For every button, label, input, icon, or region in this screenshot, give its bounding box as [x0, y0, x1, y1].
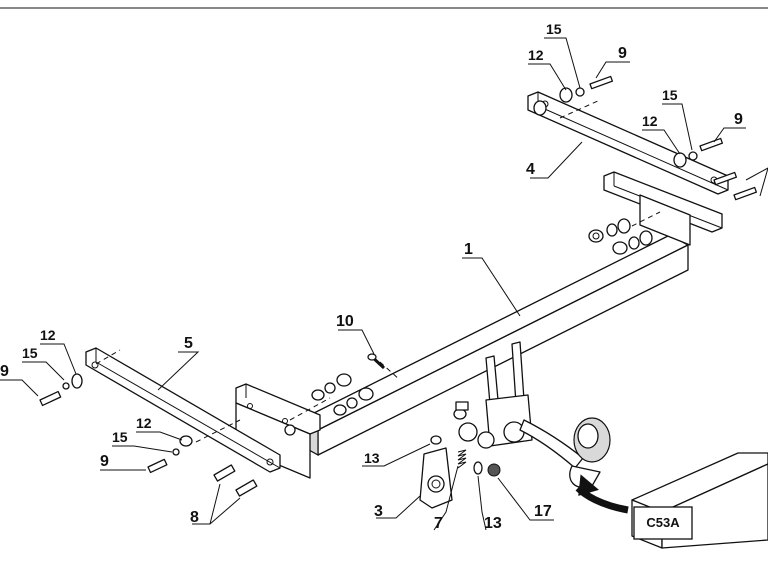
nut-17 — [487, 463, 501, 477]
part-box: C53A — [631, 452, 768, 549]
callout-12-lower: 12 — [136, 415, 152, 431]
callout-5: 5 — [184, 335, 193, 352]
bolt-10 — [367, 353, 386, 370]
left-mount-plate — [235, 383, 321, 479]
callout-12-left: 12 — [40, 327, 56, 343]
callout-15-lower: 15 — [112, 429, 128, 445]
bracket-5-bolts — [39, 373, 258, 497]
callout-3: 3 — [374, 503, 383, 520]
callout-15-right: 15 — [662, 87, 678, 103]
callout-13-bottom: 13 — [484, 515, 502, 532]
callout-10: 10 — [336, 313, 354, 330]
callout-15-left: 15 — [22, 345, 38, 361]
callout-17: 17 — [534, 503, 552, 520]
callout-13-left: 13 — [364, 450, 380, 466]
box-label: C53A — [646, 515, 680, 530]
callout-15-top: 15 — [546, 21, 562, 37]
spring-7 — [457, 449, 467, 469]
callout-9-right: 9 — [734, 111, 743, 128]
bracket-4-bolts — [559, 75, 758, 201]
towball-assembly — [453, 341, 611, 489]
socket-plate-3 — [419, 435, 453, 509]
bracket-4 — [527, 91, 729, 195]
callout-7: 7 — [434, 515, 443, 532]
left-fastener-set — [284, 373, 374, 436]
callout-12-top: 12 — [528, 47, 544, 63]
callout-4: 4 — [526, 161, 535, 178]
callout-labels: 1 3 4 5 7 8 9 9 9 9 10 12 12 12 12 13 13… — [0, 21, 743, 532]
callout-9-left: 9 — [0, 363, 9, 380]
curved-arrow — [575, 474, 629, 514]
leader-lines — [0, 37, 768, 531]
callout-9-lower: 9 — [100, 453, 109, 470]
bracket-5 — [85, 347, 281, 473]
right-mount-plate — [603, 171, 723, 246]
right-fastener-set — [533, 100, 653, 255]
callout-12-right: 12 — [642, 113, 658, 129]
alignment-lines — [95, 99, 661, 443]
washer-13 — [473, 461, 483, 475]
callout-8: 8 — [190, 509, 199, 526]
callout-1: 1 — [464, 241, 473, 258]
callout-9-top: 9 — [618, 45, 627, 62]
